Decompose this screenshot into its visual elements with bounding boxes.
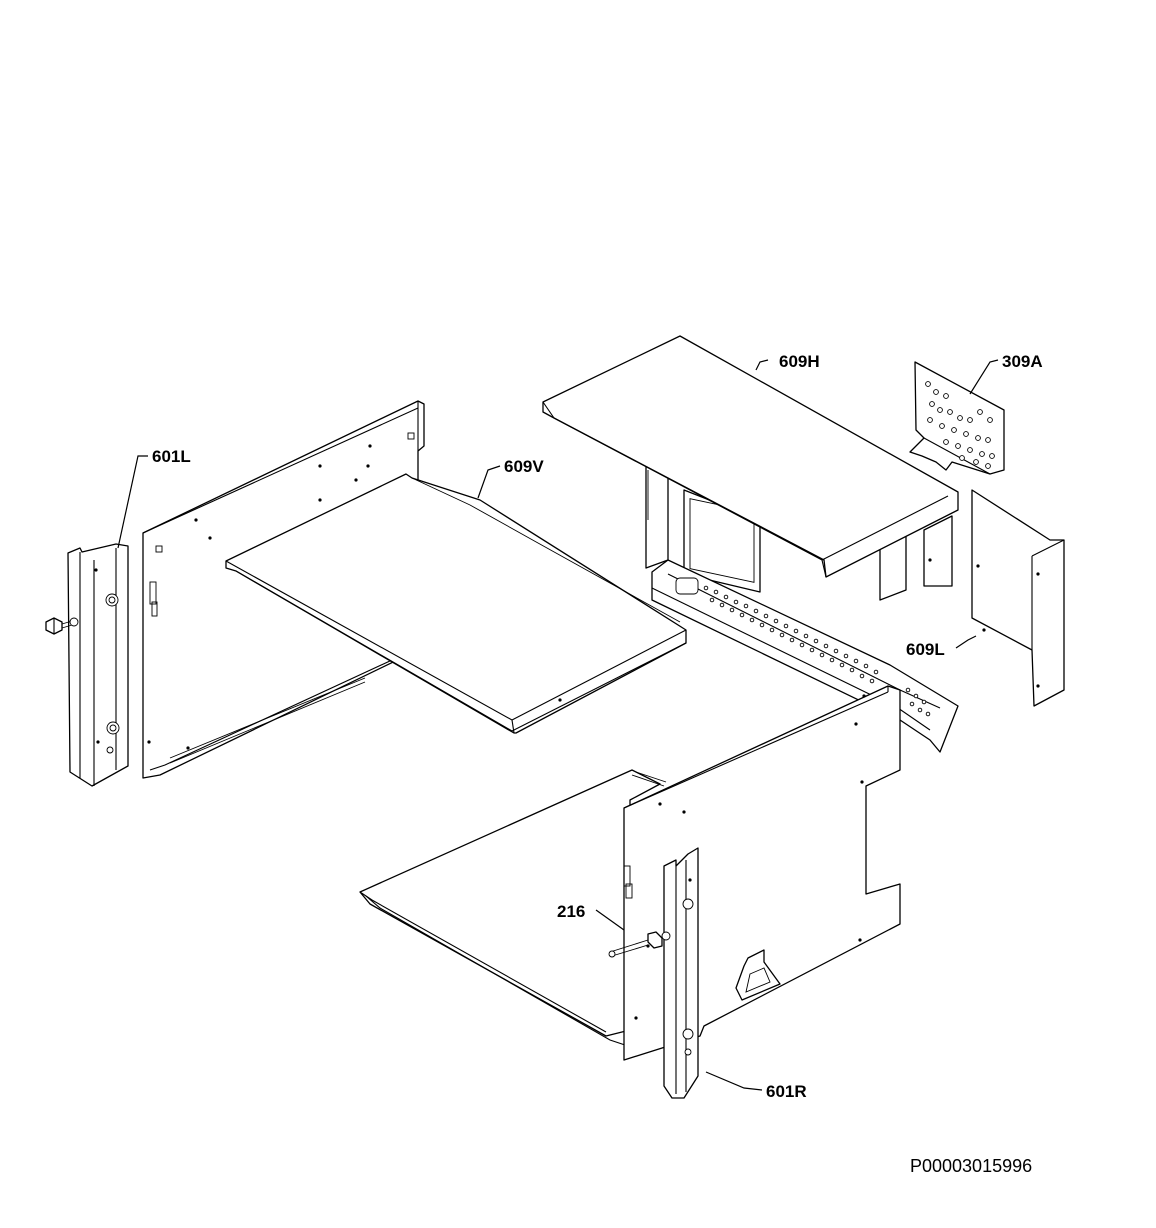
base-tray xyxy=(359,769,667,1047)
label-609L: 609L xyxy=(906,640,945,659)
label-601L: 601L xyxy=(152,447,191,466)
hinge-bracket xyxy=(735,949,781,1001)
label-609V: 609V xyxy=(504,457,544,476)
leader-lines xyxy=(117,359,999,1091)
callout-labels: 601L 609V 609H 309A 609L 216 601R xyxy=(152,352,1043,1101)
label-216: 216 xyxy=(557,902,585,921)
vent-grille-309A xyxy=(909,361,1005,475)
label-309A: 309A xyxy=(1002,352,1043,371)
grille-holes xyxy=(925,381,995,469)
top-shelf-609V xyxy=(225,473,687,734)
right-screw-216 xyxy=(608,931,671,958)
left-front-rail xyxy=(67,543,129,787)
left-screw xyxy=(45,617,79,635)
top-cover-609H xyxy=(542,335,959,578)
side-plate-609L xyxy=(971,489,1065,707)
reference-code: P00003015996 xyxy=(910,1156,1033,1176)
label-609H: 609H xyxy=(779,352,820,371)
vent-holes xyxy=(703,585,931,717)
label-601R: 601R xyxy=(766,1082,807,1101)
right-front-rail xyxy=(663,847,699,1099)
